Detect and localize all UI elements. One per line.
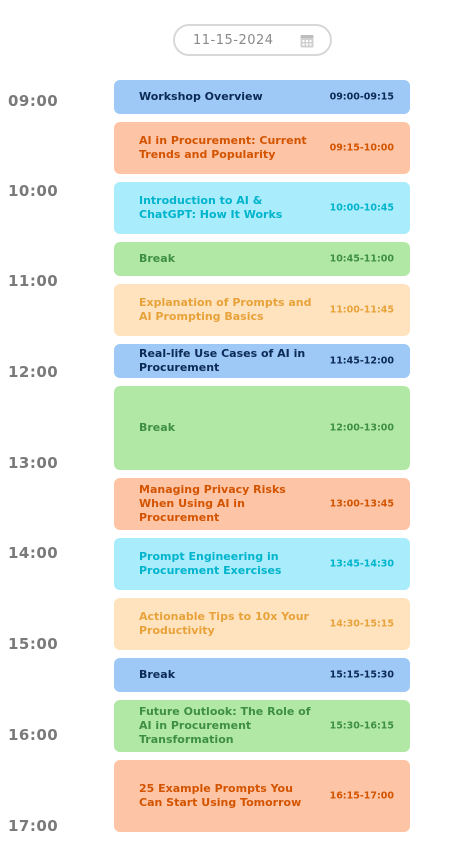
calendar-icon[interactable] <box>300 34 314 48</box>
event-break[interactable]: Break 10:45-11:00 <box>114 242 410 276</box>
hour-label: 10:00 <box>8 182 59 200</box>
hour-label: 09:00 <box>8 92 59 110</box>
event-future-outlook[interactable]: Future Outlook: The Role of AI in Procur… <box>114 700 410 752</box>
event-title: Break <box>139 252 176 265</box>
event-time: 12:00-13:00 <box>329 422 394 434</box>
hour-label: 14:00 <box>8 544 59 562</box>
event-title: Future Outlook: The Role of AI in Procur… <box>139 705 311 746</box>
event-prompts-basics[interactable]: Explanation of Prompts and AI Prompting … <box>114 284 410 336</box>
event-title: AI in Procurement: Current Trends and Po… <box>139 134 307 161</box>
hour-label: 13:00 <box>8 454 59 472</box>
hour-label: 17:00 <box>8 817 59 835</box>
event-time: 11:45-12:00 <box>329 355 394 367</box>
event-ai-in-procurement[interactable]: AI in Procurement: Current Trends and Po… <box>114 122 410 174</box>
hour-label: 15:00 <box>8 635 59 653</box>
event-privacy-risks[interactable]: Managing Privacy Risks When Using AI in … <box>114 478 410 530</box>
hour-label: 11:00 <box>8 272 59 290</box>
event-time: 14:30-15:15 <box>329 618 394 630</box>
event-time: 13:00-13:45 <box>329 498 394 510</box>
event-workshop-overview[interactable]: Workshop Overview 09:00-09:15 <box>114 80 410 114</box>
event-title: Break <box>139 668 176 681</box>
event-time: 10:00-10:45 <box>329 202 394 214</box>
event-time: 15:15-15:30 <box>329 669 394 681</box>
date-value: 11-15-2024 <box>193 33 274 48</box>
hour-label: 16:00 <box>8 726 59 744</box>
event-title: Prompt Engineering in Procurement Exerci… <box>139 550 282 577</box>
event-time: 13:45-14:30 <box>329 558 394 570</box>
event-title: 25 Example Prompts You Can Start Using T… <box>139 782 302 809</box>
event-time: 09:00-09:15 <box>329 91 394 103</box>
event-title: Break <box>139 421 176 434</box>
event-break[interactable]: Break 12:00-13:00 <box>114 386 410 470</box>
event-actionable-tips[interactable]: Actionable Tips to 10x Your Productivity… <box>114 598 410 650</box>
hour-label: 12:00 <box>8 363 59 381</box>
event-prompt-engineering[interactable]: Prompt Engineering in Procurement Exerci… <box>114 538 410 590</box>
date-picker[interactable]: 11-15-2024 <box>173 24 332 56</box>
event-title: Explanation of Prompts and AI Prompting … <box>139 296 312 323</box>
event-time: 09:15-10:00 <box>329 142 394 154</box>
event-title: Managing Privacy Risks When Using AI in … <box>139 483 286 524</box>
event-time: 16:15-17:00 <box>329 790 394 802</box>
event-intro-to-ai[interactable]: Introduction to AI & ChatGPT: How It Wor… <box>114 182 410 234</box>
event-time: 10:45-11:00 <box>329 253 394 265</box>
event-example-prompts[interactable]: 25 Example Prompts You Can Start Using T… <box>114 760 410 832</box>
event-title: Introduction to AI & ChatGPT: How It Wor… <box>139 194 283 221</box>
event-time: 15:30-16:15 <box>329 720 394 732</box>
event-time: 11:00-11:45 <box>329 304 394 316</box>
event-title: Real-life Use Cases of AI in Procurement <box>139 347 306 374</box>
event-title: Actionable Tips to 10x Your Productivity <box>139 610 309 637</box>
event-use-cases[interactable]: Real-life Use Cases of AI in Procurement… <box>114 344 410 378</box>
event-title: Workshop Overview <box>139 90 263 103</box>
event-break[interactable]: Break 15:15-15:30 <box>114 658 410 692</box>
